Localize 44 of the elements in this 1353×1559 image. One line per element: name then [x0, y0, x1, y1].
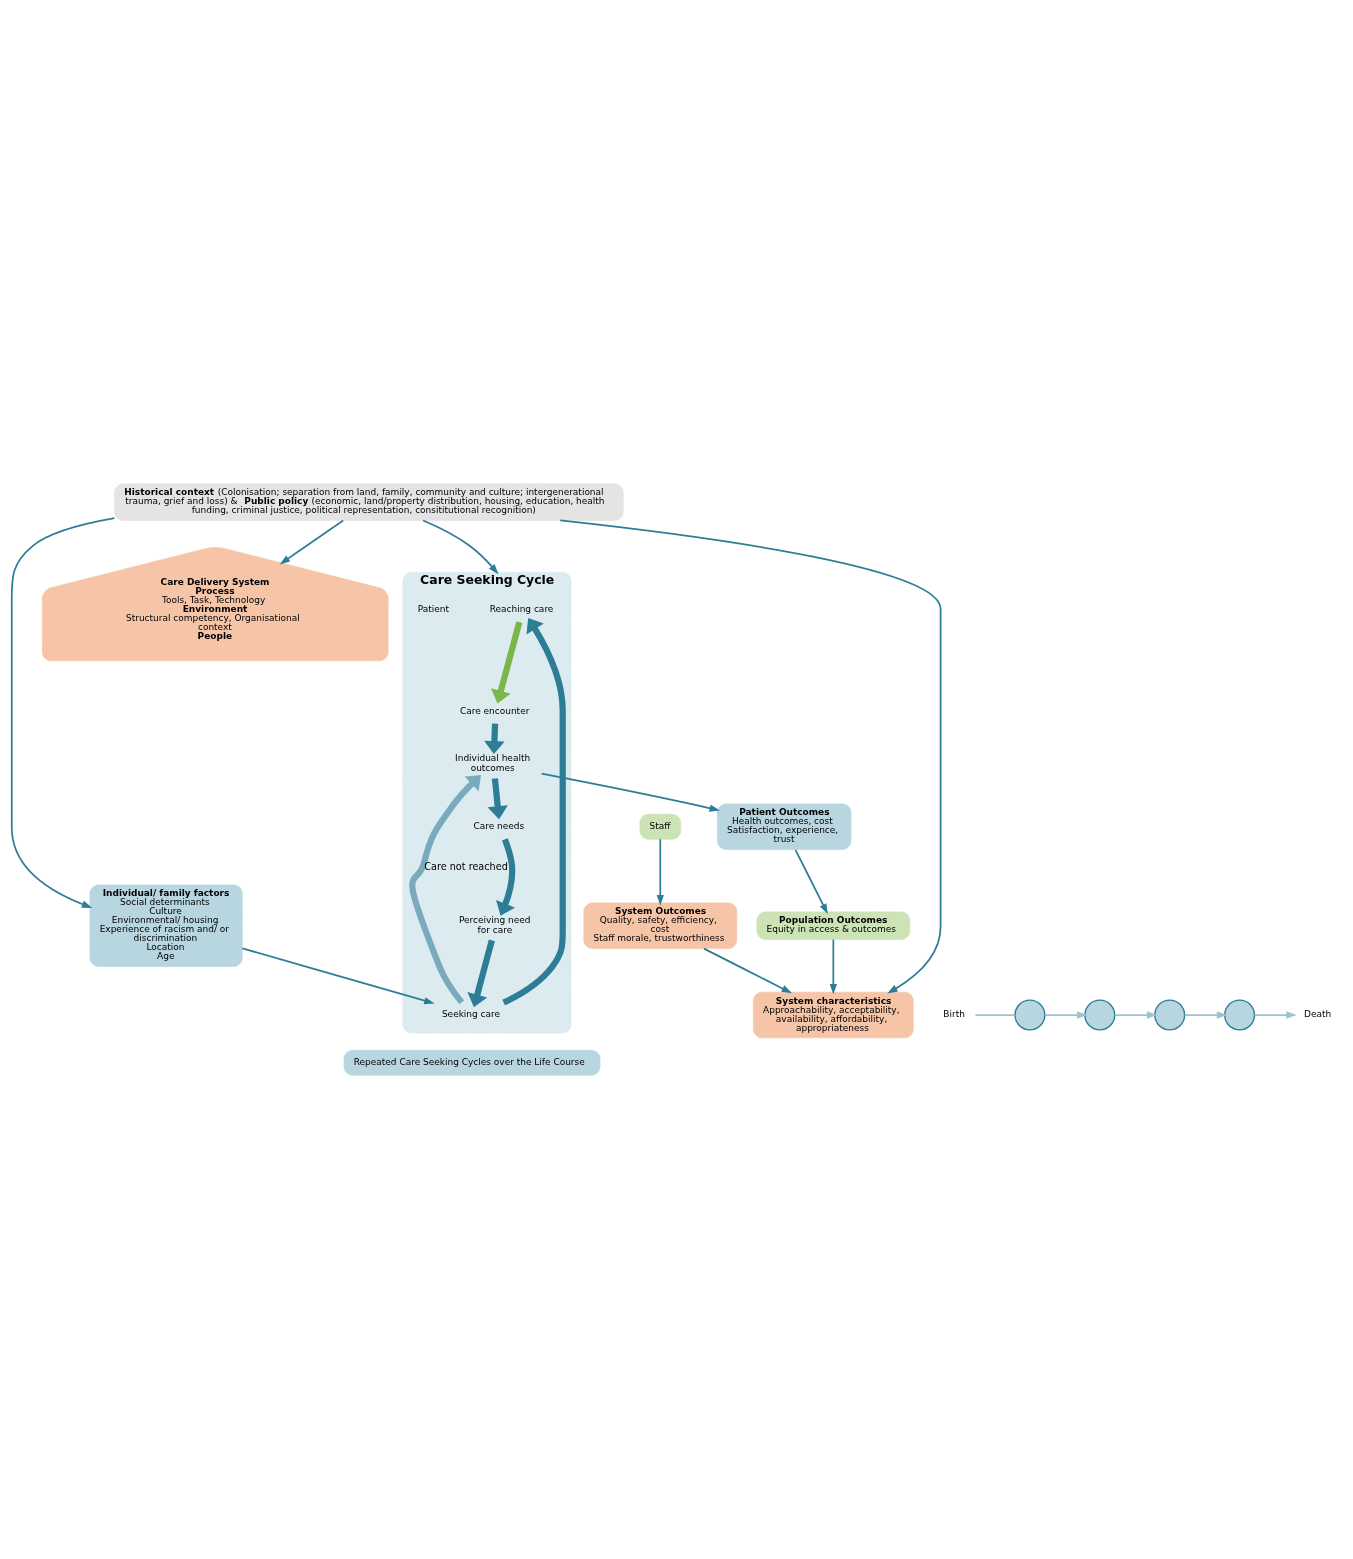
arrow [794, 848, 828, 915]
arrow [241, 947, 435, 1005]
arrow [1183, 1011, 1228, 1019]
node-text: Perceiving need for care [458, 915, 531, 935]
node-box: System characteristics Approachability, acceptability, availability, affordability, appropriateness [753, 991, 914, 1039]
arrow [1113, 1011, 1158, 1019]
arrow [502, 618, 566, 1006]
arrow [422, 519, 499, 575]
arrow [279, 519, 345, 565]
node-box: Patient Outcomes Health outcomes, cost Satisfaction, experience, trust [717, 803, 852, 850]
node-circle [1154, 999, 1186, 1031]
arrow [467, 939, 495, 1008]
node-text: Reaching care [489, 603, 554, 614]
node-text: Patient [417, 603, 449, 614]
edge-label: Care not reached [424, 860, 508, 872]
arrow [1253, 1011, 1297, 1019]
node-circle [1224, 999, 1256, 1031]
arrow [540, 772, 720, 812]
node-box: Staff [639, 813, 682, 840]
arrow [1044, 1011, 1088, 1019]
node-text: Death [1303, 1009, 1332, 1020]
node-text: Individual health outcomes [455, 753, 531, 773]
node-box: Repeated Care Seeking Cycles over the Life Course [343, 1049, 601, 1076]
node-circle [1084, 999, 1116, 1031]
arrow [10, 517, 116, 908]
arrow [559, 519, 942, 994]
node-box: Individual/ family factors Social determinants Culture Environmental/ housing Experience of racism and/ or discrimination Location Age [89, 884, 243, 967]
node-text: Care needs [473, 821, 525, 832]
connector [974, 1014, 1016, 1016]
arrow [409, 774, 481, 1005]
arrow [484, 723, 505, 755]
node-text: Care encounter [459, 705, 530, 716]
arrow [487, 778, 508, 820]
node-box: Historical context (Colonisation; separation from land, family, community and culture; intergenerational trauma, grief and loss) & Public policy (economic, land/property distribution, housing, education, health funding, criminal justice, political representation, consititutional recognition) [114, 483, 624, 521]
arrow [490, 621, 523, 704]
node-text: Birth [943, 1009, 965, 1020]
node-box: Population Outcomes Equity in access & outcomes [756, 911, 911, 940]
node-box: System Outcomes Quality, safety, efficiency, cost Staff morale, trustworthiness [583, 902, 738, 949]
node-text: Seeking care [441, 1009, 501, 1020]
arrow [496, 838, 516, 916]
node-circle [1014, 999, 1046, 1031]
arrow [829, 938, 837, 995]
arrow [656, 838, 664, 906]
arrow [703, 947, 792, 994]
